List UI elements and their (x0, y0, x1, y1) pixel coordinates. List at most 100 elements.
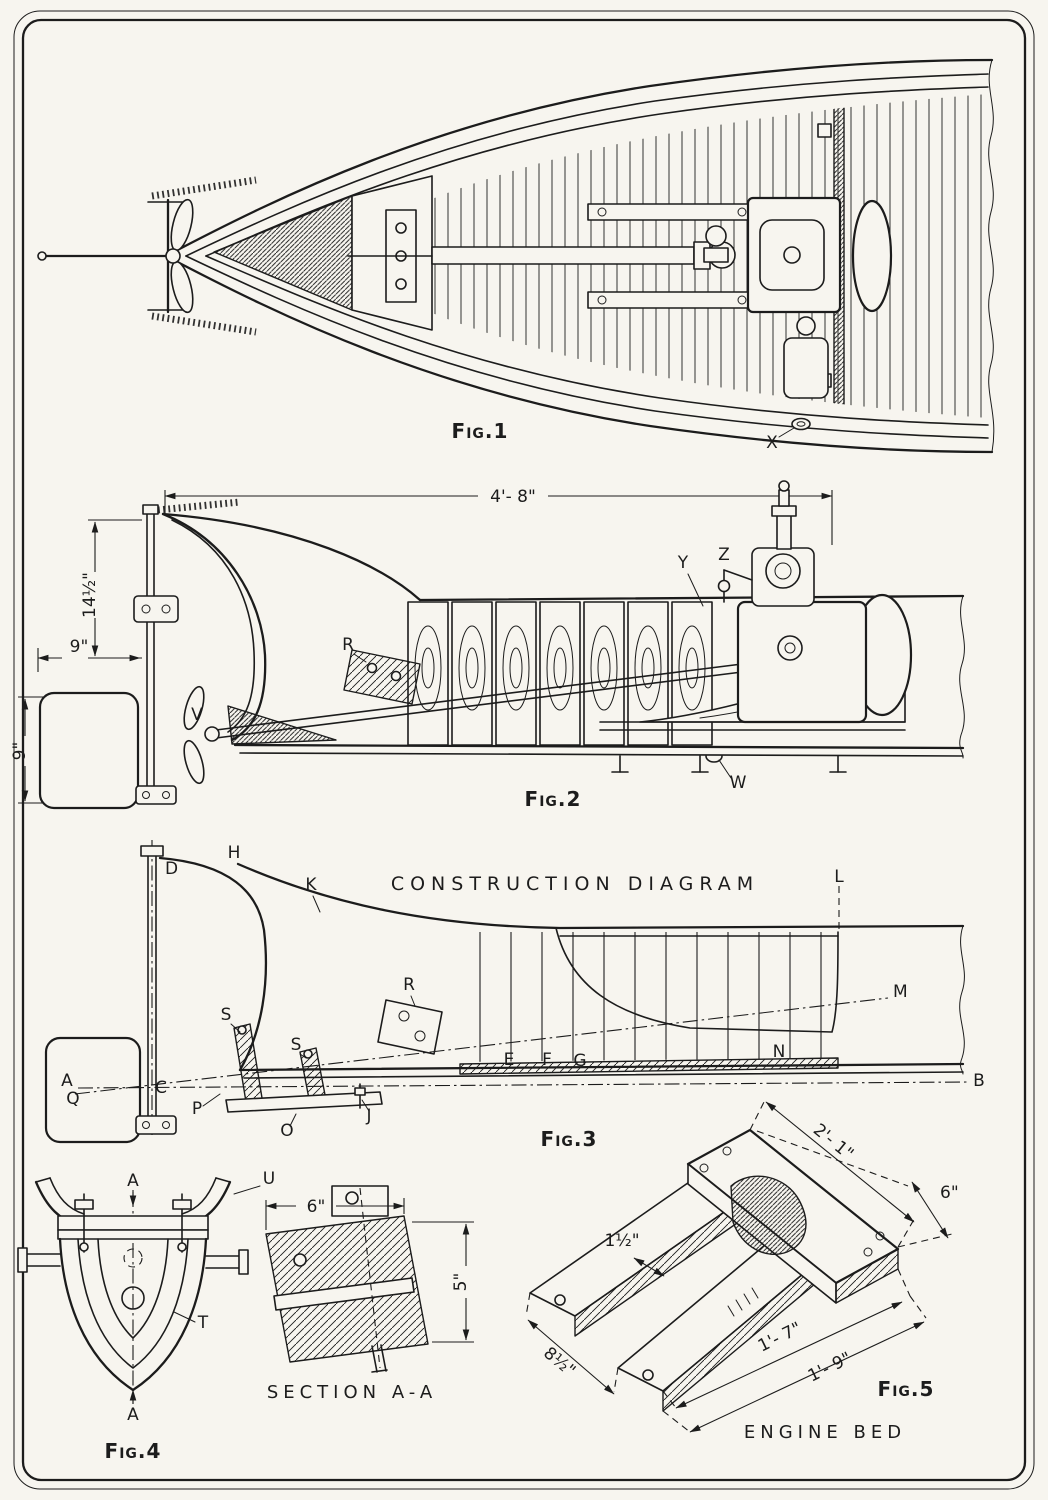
fig1-steering-rope-bottom (151, 312, 257, 336)
fig1-drain-grommet (791, 417, 811, 431)
fig1-bow-deadwood (213, 195, 353, 311)
fig3-stern-curve (158, 856, 268, 1072)
fig2-label-w: W (730, 773, 747, 793)
fig1-shaft-tube (431, 246, 695, 265)
fig3-deck-curve (236, 862, 965, 930)
fig1-propeller-blade-bottom (170, 260, 194, 314)
fig1-gunwale-inner-bottom-1 (185, 255, 989, 439)
fig2-label-v: V (191, 705, 203, 725)
fig1-well-bolt-1 (395, 222, 407, 234)
fig4-shaft-hole (121, 1286, 145, 1310)
fig2-deck-curve (161, 512, 422, 602)
fig1-torn-edge (988, 59, 995, 453)
fig1-propeller-blade-top (170, 198, 194, 252)
fig4-side-bolt-left (17, 1247, 61, 1273)
fig3-label-o: O (280, 1121, 293, 1141)
fig2-rudder (38, 691, 140, 810)
fig2-stern-curve-outer (161, 512, 267, 742)
fig1-steering-rope-top (151, 176, 257, 200)
fig1-grease-cup (796, 316, 816, 336)
fig2-caption: Fig.2 (525, 787, 582, 811)
fig2-keel-line (233, 743, 965, 750)
fig3-label-h: H (228, 843, 241, 863)
fig2-label-z: Z (718, 545, 730, 565)
figure-1-plan-view: X Fig.1 (37, 58, 995, 454)
fig2-post-foot (135, 785, 177, 805)
fig1-hull-outline-top (164, 58, 994, 258)
fig4-label-t: T (197, 1313, 209, 1333)
fig3-label-j: J (365, 1106, 371, 1126)
fig1-cylinder-head (759, 219, 825, 291)
fig3-label-n: N (773, 1042, 786, 1062)
fig2-dim-nine-vertical: 9" (10, 742, 30, 761)
fig3-label-e: E (504, 1050, 515, 1070)
fig5-dim-outer: 1'- 9" (805, 1349, 855, 1387)
section-joint-band (273, 1277, 415, 1311)
fig2-limber-hole (705, 755, 723, 763)
fig3-garboard-strip (459, 1057, 839, 1075)
fig5-rail-2-bolt-hole (642, 1369, 654, 1381)
section-bolt-end (371, 1345, 378, 1373)
fig3-label-g: G (573, 1051, 586, 1071)
fig1-gunwale-inner-bottom-2 (205, 255, 989, 426)
fig3-rudder (44, 1036, 142, 1144)
fig2-deadwood (227, 705, 337, 745)
fig2-cross-planking (407, 601, 713, 746)
fig1-propeller-rudder-assembly (37, 176, 257, 336)
section-caption: SECTION A-A (267, 1382, 437, 1403)
fig1-gunwale-inner-top-1 (185, 73, 989, 257)
fig1-propeller-hub (165, 248, 181, 264)
fig4-label-a-bottom: A (127, 1405, 139, 1425)
section-a-a: 6" 5" SECTION A-A (265, 1185, 474, 1403)
fig1-gunwale-inner-top-2 (205, 86, 989, 257)
fig1-water-pump (705, 225, 727, 247)
section-top-plate (331, 1185, 389, 1217)
fig4-caption: Fig.4 (105, 1439, 162, 1463)
fig1-cleat-top (817, 123, 832, 138)
fig5-rail-1-bolt-hole (554, 1294, 566, 1306)
fig2-label-r: R (342, 635, 354, 655)
fig1-muffler-box (783, 337, 829, 399)
fig2-torn-edge (959, 595, 965, 759)
fig2-dim-transom-height: 14½" (80, 572, 100, 618)
fig5-dim-end: 6" (940, 1183, 959, 1203)
fig3-post-foot (135, 1115, 177, 1135)
fig3-label-f: F (542, 1050, 552, 1070)
fig3-torn-edge (959, 925, 965, 1075)
fig3-baseline-ab (77, 1081, 969, 1089)
fig2-label-y: Y (677, 553, 689, 573)
fig2-intake-stack (776, 514, 792, 550)
fig3-well-outline (555, 927, 839, 1033)
fig3-label-q: Q (66, 1089, 79, 1109)
fig3-label-a: A (61, 1071, 73, 1091)
fig1-flywheel (851, 199, 893, 313)
section-dim-width: 6" (307, 1197, 326, 1217)
fig4-label-u: U (263, 1169, 275, 1189)
section-hole (293, 1253, 307, 1267)
fig2-propeller-hub (204, 726, 220, 742)
fig3-label-k: K (305, 875, 317, 895)
fig3-title: CONSTRUCTION DIAGRAM (391, 873, 759, 895)
fig2-dim-overall-length: 4'- 8" (490, 487, 536, 507)
fig2-prop-shaft (215, 663, 743, 731)
fig2-carburetor (765, 553, 801, 589)
fig1-well-bolt-3 (395, 278, 407, 290)
fig3-caption: Fig.3 (541, 1127, 598, 1151)
section-dim-height: 5" (451, 1273, 471, 1292)
fig1-label-x: X (766, 433, 778, 453)
figure-2-side-elevation: 4'- 8" 14½" 9" 9" (10, 480, 965, 811)
fig4-alternate-hole (123, 1248, 143, 1268)
fig3-label-r: R (403, 975, 415, 995)
fig2-stern-curve-inner (171, 519, 256, 733)
fig4-label-a-top: A (127, 1171, 139, 1191)
fig5-caption: Fig.5 (878, 1377, 935, 1401)
fig1-caption: Fig.1 (452, 419, 509, 443)
fig2-shaft-log (343, 649, 421, 705)
fig3-label-s2: S (291, 1035, 302, 1055)
fig1-engine (703, 196, 893, 399)
fig3-label-m: M (893, 982, 908, 1002)
figure-3-construction-diagram: CONSTRUCTION DIAGRAM (44, 840, 985, 1151)
fig4-bolt-right (172, 1193, 192, 1253)
fig3-label-p: P (192, 1099, 202, 1119)
